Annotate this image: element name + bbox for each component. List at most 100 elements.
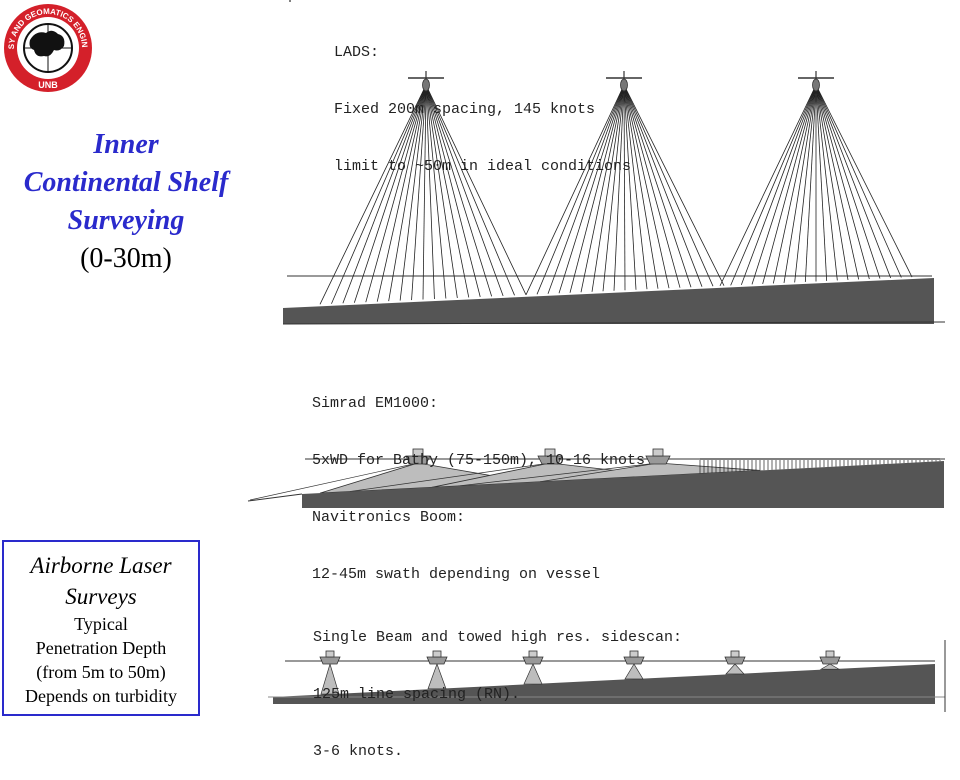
laser-beam-line	[425, 84, 447, 299]
title-line-2: Continental Shelf	[23, 167, 229, 198]
laser-beam-line	[365, 84, 427, 303]
aircraft-icon	[408, 71, 444, 92]
lads-caption-line-3: limit to ~50m in ideal conditions	[334, 158, 632, 175]
multibeam-swaths	[249, 462, 761, 501]
multibeam-vessel-group	[405, 448, 671, 465]
unb-logo: GEODESY AND GEOMATICS ENGINEERING UNB	[0, 0, 92, 92]
singlebeam-vessel-group	[319, 650, 841, 695]
laser-beam-line	[719, 84, 817, 287]
survey-vessel-icon	[405, 448, 431, 465]
laser-beam-line	[425, 84, 527, 295]
multibeam-caption: Simrad EM1000: 5xWD for Bathy (75-150m),…	[312, 356, 645, 603]
note-heading-2: Surveys	[65, 584, 137, 609]
laser-beam-line	[623, 84, 670, 289]
laser-beam-line	[580, 84, 625, 293]
lads-panel	[282, 0, 946, 325]
laser-beam-line	[794, 84, 817, 283]
laser-beam-line	[331, 84, 427, 304]
laser-beam-line	[815, 84, 828, 281]
title-line-4: (0-30m)	[80, 243, 172, 274]
laser-beam-line	[342, 84, 427, 304]
laser-beam-line	[425, 84, 515, 296]
swath-overlap-line	[349, 462, 551, 492]
laser-beam-line	[623, 84, 637, 290]
laser-beam-line	[815, 84, 913, 278]
laser-beam-line	[623, 84, 692, 288]
note-line-2: Penetration Depth	[35, 638, 167, 658]
laser-beam-line	[623, 84, 725, 286]
slide-title: Inner Continental Shelf Surveying (0-30m…	[0, 126, 252, 278]
laser-beam-line	[740, 84, 817, 286]
singlebeam-vessel-icon	[319, 650, 341, 695]
laser-beam-line	[751, 84, 817, 285]
title-line-1: Inner	[93, 129, 159, 160]
swath-overlap-line	[249, 462, 419, 501]
lads-caption-line-1: LADS:	[334, 44, 380, 61]
singlebeam-caption-line-1: Single Beam and towed high res. sidescan…	[313, 629, 683, 646]
multibeam-caption-line-1: Simrad EM1000:	[312, 395, 439, 412]
laser-beam-line	[411, 84, 427, 301]
aircraft-icon	[606, 71, 642, 92]
note-line-3: (from 5m to 50m)	[36, 662, 166, 682]
singlebeam-vessel-icon	[724, 650, 746, 675]
note-line-4: Depends on turbidity	[25, 686, 177, 706]
multibeam-caption-line-3: Navitronics Boom:	[312, 509, 466, 526]
lads-aircraft-group	[408, 71, 834, 92]
laser-beam-line	[804, 84, 817, 282]
aircraft-icon	[798, 71, 834, 92]
laser-beam-line	[425, 84, 504, 296]
singlebeam-caption-line-3: 3-6 knots.	[313, 743, 404, 760]
multibeam-caption-line-2: 5xWD for Bathy (75-150m), 10-16 knots	[312, 452, 646, 469]
singlebeam-caption: Single Beam and towed high res. sidescan…	[313, 590, 682, 780]
multibeam-panel	[247, 448, 945, 508]
laser-beam-line	[623, 84, 681, 288]
laser-beam-line	[772, 84, 817, 284]
laser-beam-line	[525, 84, 625, 295]
swath-overlap-line	[457, 462, 659, 487]
multibeam-caption-line-4: 12-45m swath depending on vessel	[312, 566, 601, 583]
laser-beam-line	[353, 84, 427, 303]
singlebeam-vessel-icon	[522, 650, 544, 685]
laser-beam-line	[569, 84, 625, 293]
laser-beam-line	[558, 84, 625, 294]
laser-beam-line	[547, 84, 625, 294]
laser-beam-line	[422, 84, 427, 300]
laser-beam-line	[425, 84, 493, 297]
laser-beam-line	[602, 84, 625, 292]
laser-beam-line	[425, 84, 470, 298]
title-line-3: Surveying	[67, 205, 185, 236]
survey-diagrams	[247, 0, 946, 712]
multibeam-swath	[319, 462, 531, 494]
laser-beam-line	[815, 84, 849, 281]
laser-beam-line	[623, 84, 714, 287]
laser-beam-line	[376, 84, 427, 302]
laser-beam-line	[425, 84, 481, 298]
laser-beam-line	[783, 84, 817, 283]
airborne-laser-note: Airborne Laser Surveys Typical Penetrati…	[2, 540, 200, 716]
laser-beam-line	[425, 84, 458, 299]
laser-beam-line	[730, 84, 817, 286]
note-line-1: Typical	[74, 614, 128, 634]
laser-beam-line	[623, 84, 626, 291]
laser-beam-line	[815, 84, 860, 280]
laser-beam-line	[815, 84, 902, 278]
laser-beam-line	[762, 84, 817, 284]
laser-beam-line	[623, 84, 659, 289]
survey-vessel-icon	[645, 448, 671, 465]
laser-beam-line	[319, 84, 427, 305]
laser-beam-line	[623, 84, 703, 287]
laser-beam-line	[815, 84, 892, 279]
singlebeam-vessel-icon	[426, 650, 448, 690]
laser-beam-line	[623, 84, 648, 290]
note-heading-1: Airborne Laser	[30, 553, 172, 578]
laser-beam-line	[815, 84, 881, 279]
laser-beam-line	[536, 84, 625, 295]
singlebeam-vessel-icon	[819, 650, 841, 670]
laser-beam-line	[399, 84, 427, 301]
lads-caption-line-2: Fixed 200m spacing, 145 knots	[334, 101, 596, 118]
singlebeam-vessel-icon	[623, 650, 645, 680]
laser-beam-line	[815, 84, 870, 280]
laser-beam-line	[815, 84, 838, 281]
singlebeam-panel	[268, 640, 946, 712]
lads-laser-beams	[319, 84, 913, 305]
